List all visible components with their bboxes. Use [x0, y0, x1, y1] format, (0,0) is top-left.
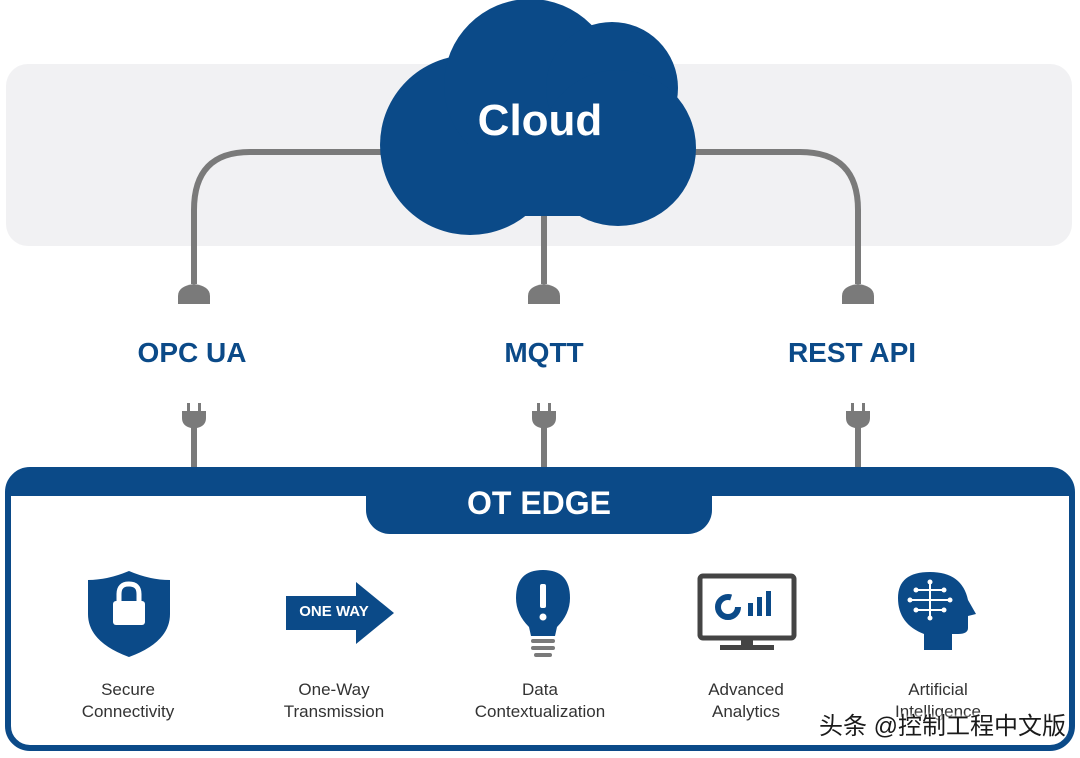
feature-one-way-transmission: One-Way Transmission	[239, 679, 429, 723]
feature-label-line1: Data	[522, 680, 558, 699]
protocol-label-mqtt: MQTT	[504, 337, 584, 368]
protocol-label-rest-api: REST API	[787, 337, 917, 368]
one-way-arrow-icon	[286, 582, 394, 644]
feature-label-line1: One-Way	[298, 680, 370, 699]
feature-label-line2: Contextualization	[474, 702, 606, 721]
feature-artificial-intelligence: Artificial Intelligence	[843, 679, 1033, 723]
feature-label-line2: Analytics	[711, 702, 781, 721]
feature-label-line1: Secure	[101, 680, 155, 699]
feature-label-line2: Transmission	[283, 702, 385, 721]
edge-title: OT EDGE	[466, 485, 611, 521]
feature-label-line1: Advanced	[708, 680, 784, 699]
shield-lock-icon	[88, 571, 170, 657]
feature-data-contextualization: Data Contextualization	[445, 679, 635, 723]
lightbulb-icon	[516, 570, 570, 657]
watermark-text: 头条 @控制工程中文版	[818, 713, 1066, 740]
cloud-label: Cloud	[477, 96, 603, 145]
feature-label-line2: Connectivity	[81, 702, 175, 721]
plug-icon	[182, 403, 870, 470]
one-way-badge-label: ONE WAY	[299, 603, 369, 620]
feature-label-line2: Intelligence	[894, 702, 981, 721]
protocol-label-opc-ua: OPC UA	[137, 337, 247, 368]
feature-advanced-analytics: Advanced Analytics	[651, 679, 841, 723]
cloud-icon	[380, 0, 696, 235]
feature-secure-connectivity: Secure Connectivity	[33, 679, 223, 723]
socket-icon	[178, 284, 874, 304]
ai-head-icon	[898, 572, 976, 650]
feature-label-line1: Artificial	[908, 680, 968, 699]
monitor-analytics-icon	[697, 573, 797, 650]
